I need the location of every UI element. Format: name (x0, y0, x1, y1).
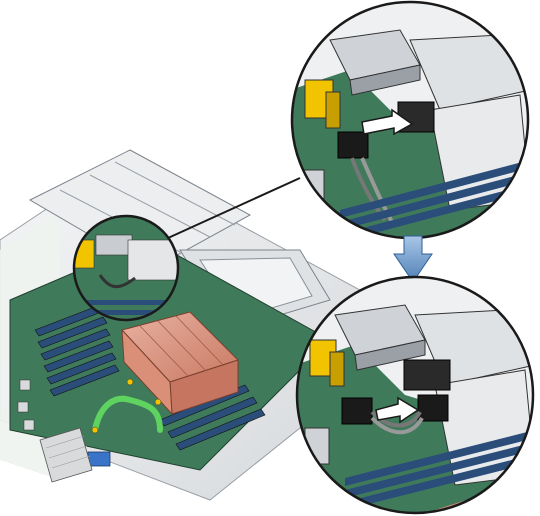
ribbon-cable (92, 395, 163, 433)
detail-magnifier-small (72, 214, 180, 322)
blue-connector (87, 451, 111, 467)
callout-top-disconnect (290, 0, 530, 240)
callout-leader-line (167, 177, 301, 239)
callout-bottom-connect (295, 275, 535, 515)
cable-plug-bottom (341, 397, 373, 425)
cpu-heatsink (121, 311, 239, 416)
disconnect-arrow-icon (361, 108, 414, 136)
chipset-heatsink (39, 427, 93, 483)
board-components (17, 378, 162, 434)
connect-arrow-icon (375, 396, 420, 424)
dimm-slots-left (34, 304, 120, 397)
cable-plug-top (337, 131, 369, 159)
down-arrow-icon (393, 235, 433, 283)
board-header-bottom (403, 359, 451, 391)
